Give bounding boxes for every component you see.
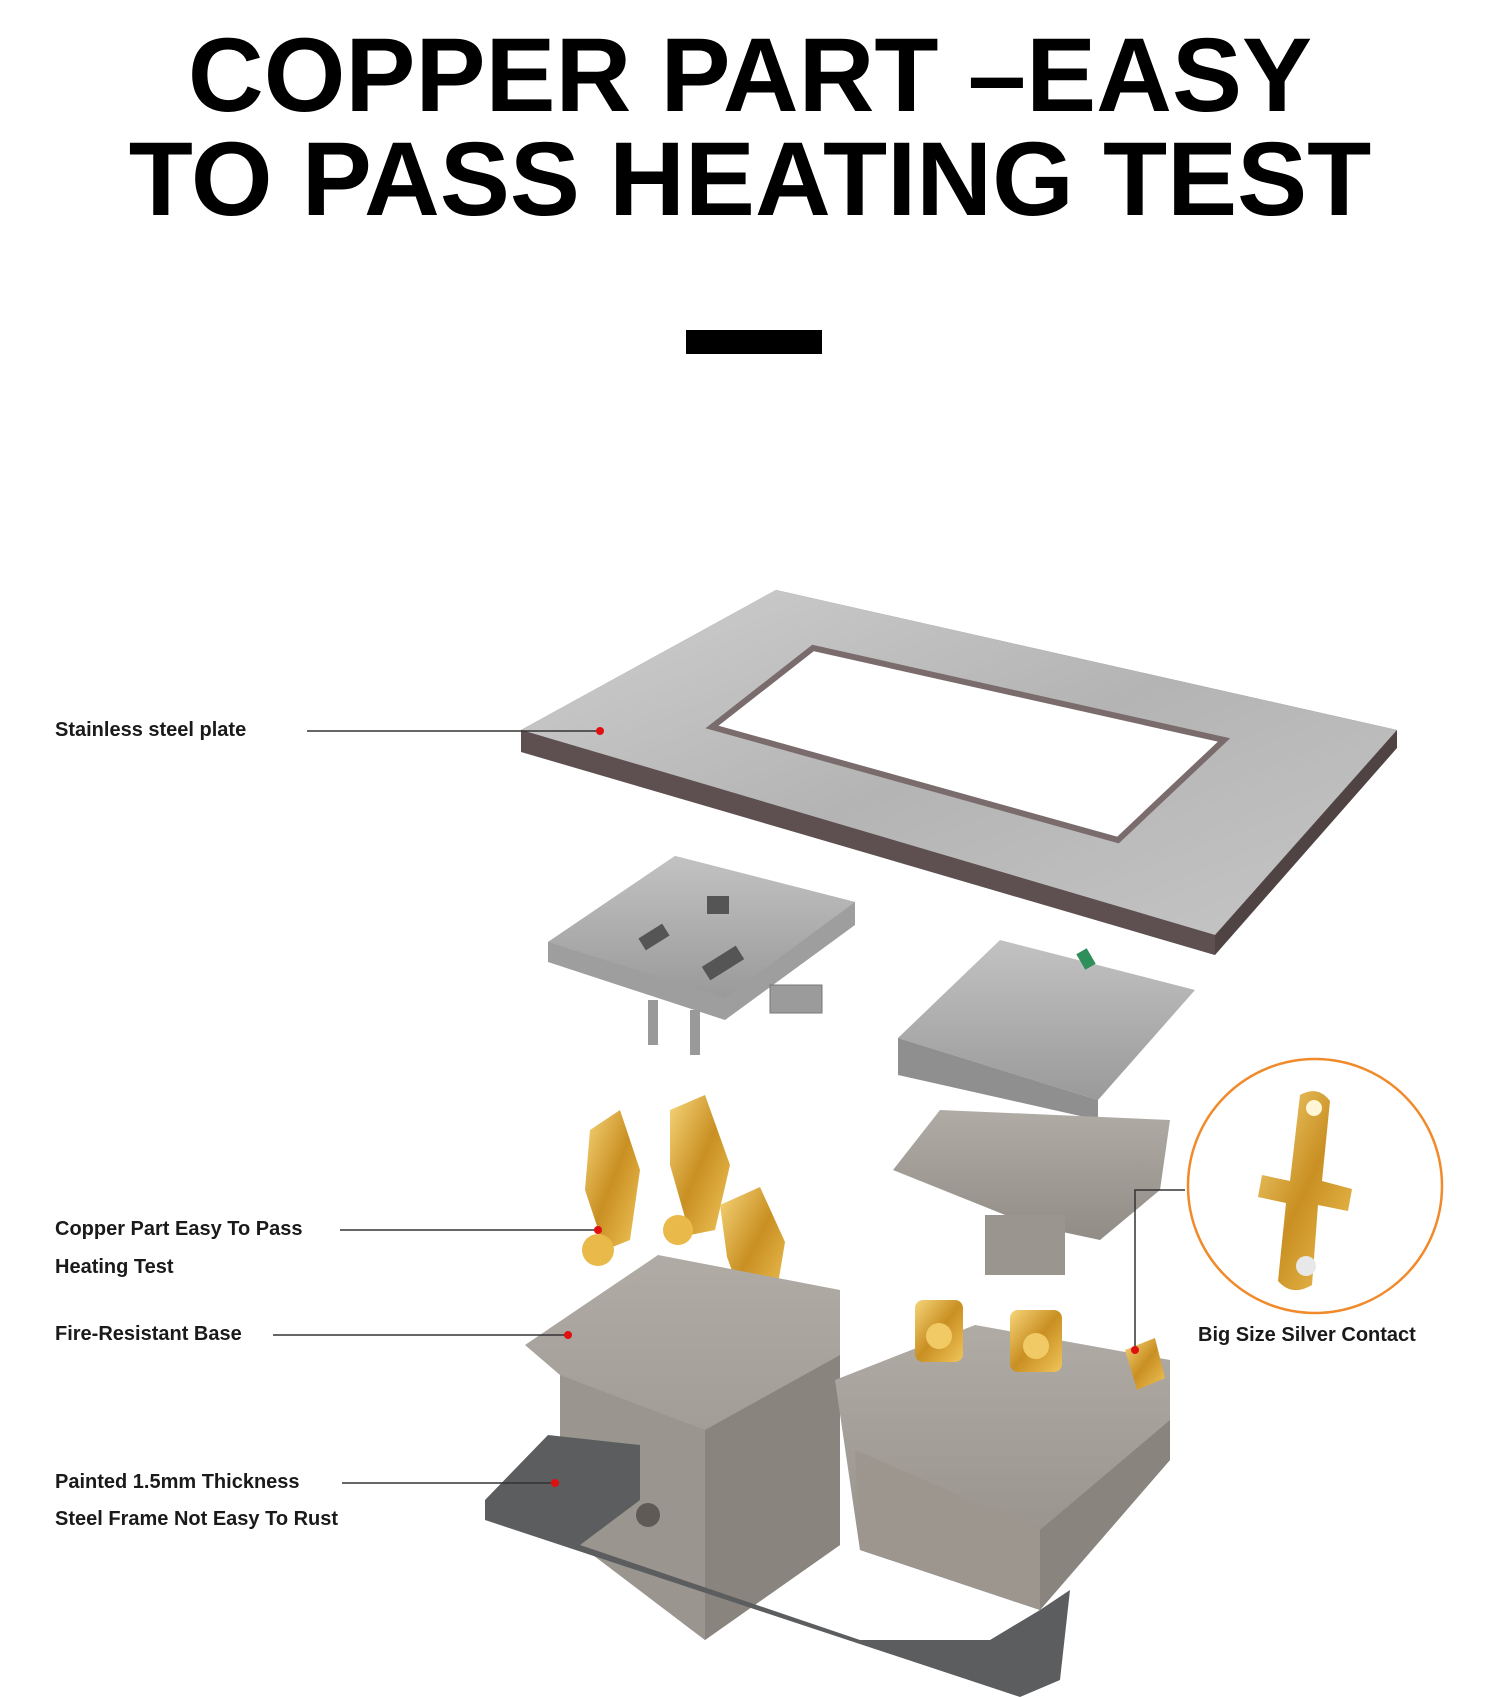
callout-markers — [551, 727, 1139, 1487]
label-steel-frame-line-1: Painted 1.5mm Thickness — [55, 1471, 300, 1493]
switch-module — [893, 940, 1195, 1275]
right-switch-base — [835, 1300, 1170, 1610]
label-steel-frame-line-2: Steel Frame Not Easy To Rust — [55, 1508, 339, 1530]
headline: COPPER PART –EASY TO PASS HEATING TEST — [0, 17, 1500, 238]
silver-contact-callout — [1186, 1057, 1444, 1315]
marker-base — [564, 1331, 572, 1339]
steel-frame — [485, 1435, 1070, 1697]
callout-lines — [273, 730, 1185, 1484]
headline-divider — [686, 330, 822, 354]
stainless-steel-plate — [521, 590, 1397, 955]
headline-line-1: COPPER PART –EASY — [187, 17, 1313, 134]
marker-frame — [551, 1479, 559, 1487]
label-big-size-silver-contact: Big Size Silver Contact — [1198, 1324, 1416, 1346]
headline-line-2: TO PASS HEATING TEST — [128, 121, 1372, 238]
marker-silver — [1131, 1346, 1139, 1354]
marker-stainless — [596, 727, 604, 735]
outlet-module — [548, 856, 855, 1055]
label-stainless-steel-plate: Stainless steel plate — [55, 719, 247, 741]
label-copper-part-line-1: Copper Part Easy To Pass — [55, 1218, 303, 1240]
marker-copper — [594, 1226, 602, 1234]
label-fire-resistant-base: Fire-Resistant Base — [55, 1323, 242, 1345]
left-fire-resistant-base — [525, 1255, 840, 1640]
label-copper-part-line-2: Heating Test — [55, 1256, 174, 1278]
